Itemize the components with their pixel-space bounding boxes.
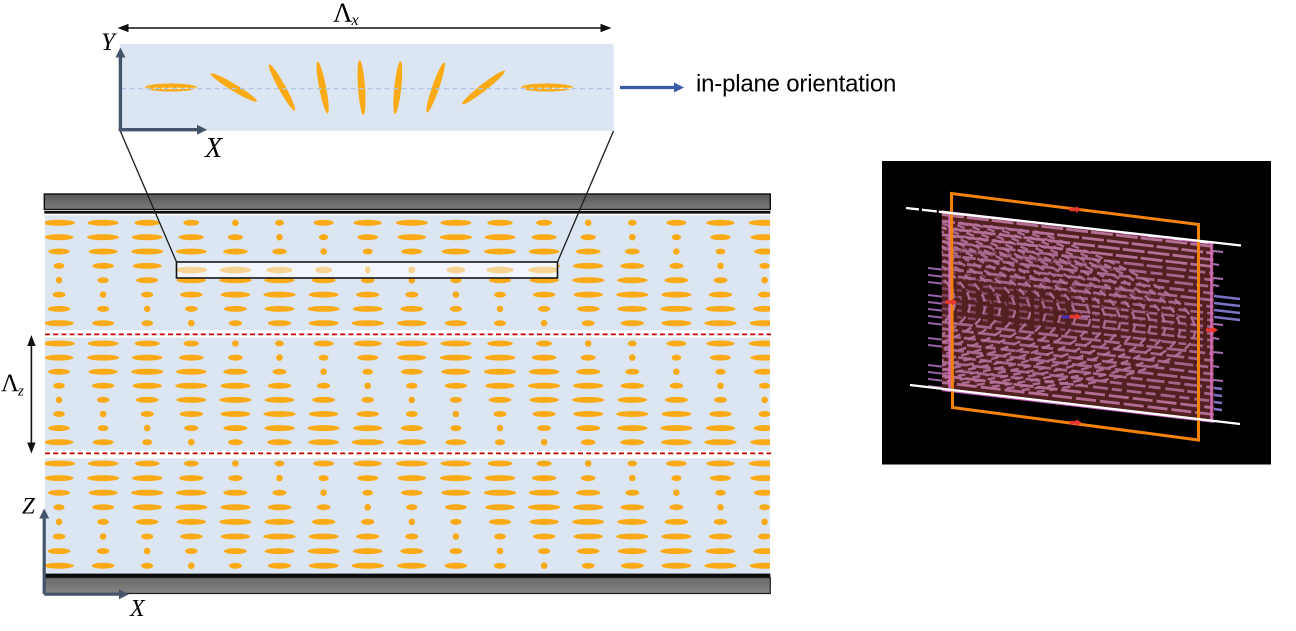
svg-text:z: z (17, 384, 24, 400)
svg-text:Λ: Λ (333, 0, 353, 28)
svg-text:Y: Y (101, 29, 118, 56)
svg-text:in-plane orientation: in-plane orientation (696, 71, 896, 98)
svg-text:Λ: Λ (1, 370, 19, 397)
svg-text:x: x (351, 12, 359, 29)
svg-text:X: X (204, 133, 223, 164)
svg-text:X: X (129, 596, 146, 622)
svg-text:Z: Z (22, 494, 35, 519)
